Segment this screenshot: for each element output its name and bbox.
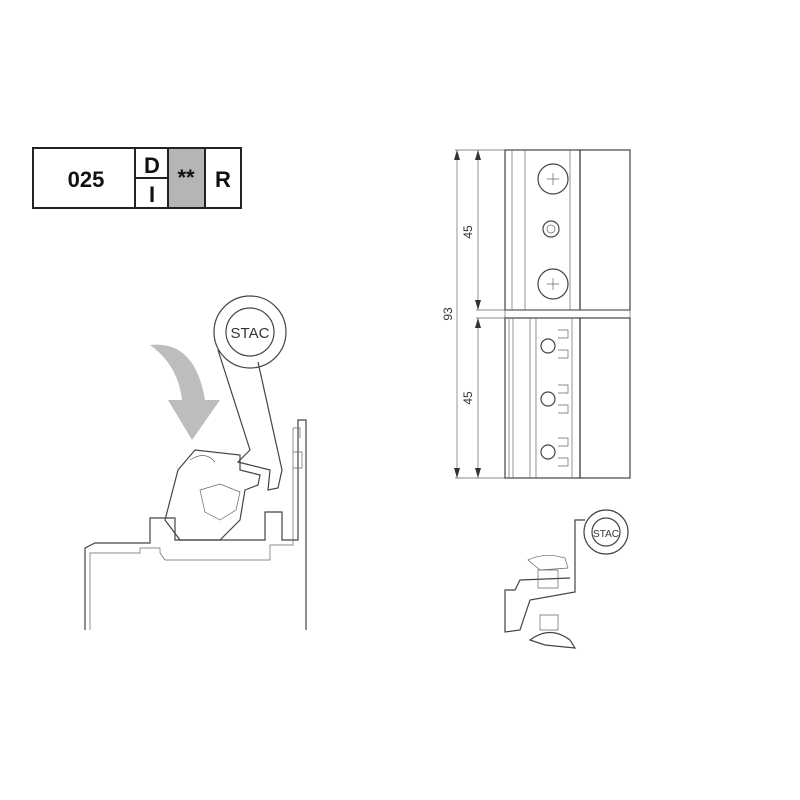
code-number: 025 <box>68 167 105 192</box>
hinge-adjust-tool: STAC <box>164 295 287 541</box>
stac-logo-main: STAC <box>231 325 270 342</box>
suffix-r: R <box>215 167 231 192</box>
dim-lower: 45 <box>461 391 475 405</box>
dim-upper: 45 <box>461 225 475 239</box>
dimension-lines: 45 45 93 <box>441 149 505 479</box>
stac-logo-small: STAC <box>593 529 619 540</box>
rotation-arrow-icon <box>150 344 220 440</box>
side-d: D <box>144 153 160 178</box>
dim-total: 93 <box>441 307 455 321</box>
hinge-front-view <box>504 149 631 479</box>
side-i: I <box>149 182 155 207</box>
code-table: 025 D I ** R <box>32 147 242 209</box>
hinge-section-detail: STAC <box>504 509 629 649</box>
frame-profile <box>84 419 307 630</box>
finish-code: ** <box>177 165 195 190</box>
